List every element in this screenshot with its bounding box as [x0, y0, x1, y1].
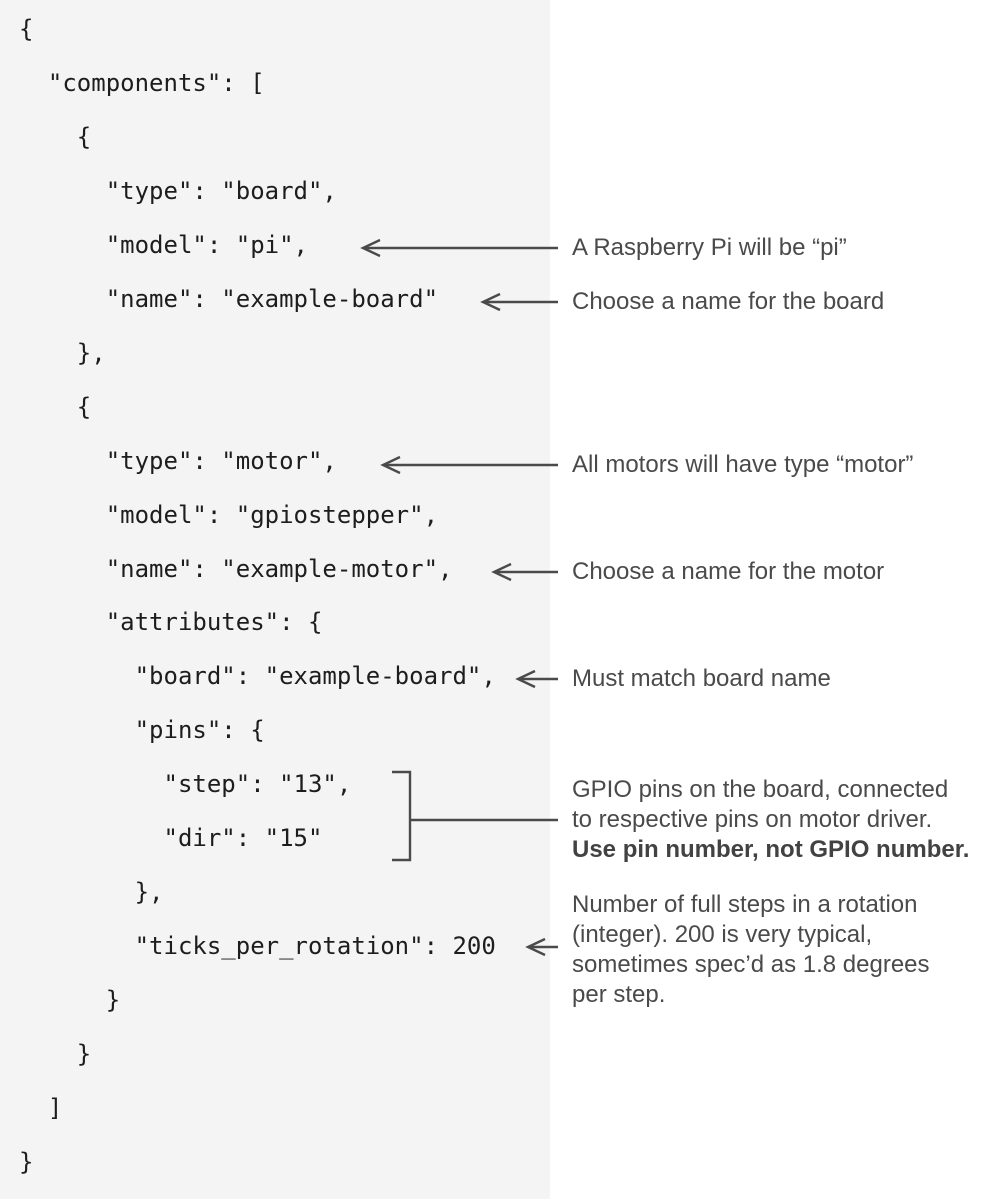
annotation-line-bold: Use pin number, not GPIO number. [572, 836, 970, 863]
annotation-line: GPIO pins on the board, connected [572, 776, 949, 803]
annotation-model-pi: A Raspberry Pi will be “pi” [572, 234, 847, 261]
json-code: { "components": [ { "type": "board", "mo… [19, 15, 496, 1177]
annotation-board-name: Choose a name for the board [572, 288, 885, 315]
annotation-line: sometimes spec’d as 1.8 degrees [572, 951, 930, 978]
annotation-motor-type: All motors will have type “motor” [572, 451, 914, 478]
annotation-pins: GPIO pins on the board, connected to res… [572, 775, 969, 865]
annotation-line: per step. [572, 981, 666, 1008]
annotation-board-match: Must match board name [572, 665, 831, 692]
annotation-line: (integer). 200 is very typical, [572, 921, 873, 948]
annotation-line: to respective pins on motor driver. [572, 806, 933, 833]
code-panel: { "components": [ { "type": "board", "mo… [0, 0, 550, 1199]
annotation-ticks-per-rotation: Number of full steps in a rotation (inte… [572, 890, 930, 1010]
annotation-motor-name: Choose a name for the motor [572, 558, 885, 585]
annotation-line: Number of full steps in a rotation [572, 891, 918, 918]
